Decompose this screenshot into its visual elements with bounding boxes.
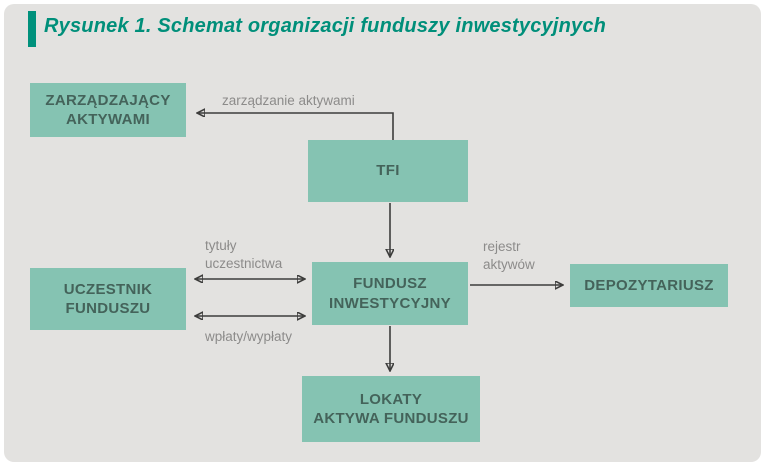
figure-title: Rysunek 1. Schemat organizacji funduszy … <box>44 15 607 37</box>
node-fundusz-inwestycyjny: FUNDUSZ INWESTYCYJNY <box>312 262 468 325</box>
node-zarzadzajacy-aktywami: ZARZĄDZAJĄCY AKTYWAMI <box>30 83 186 137</box>
node-lokaty-aktywa-funduszu: LOKATY AKTYWA FUNDUSZU <box>302 376 480 442</box>
edge-label-tytuly-uczestnictwa: tytuły uczestnictwa <box>205 238 283 271</box>
node-tfi: TFI <box>308 140 468 202</box>
node-uczestnik-funduszu: UCZESTNIK FUNDUSZU <box>30 268 186 330</box>
edge-label-zarzadzanie-aktywami: zarządzanie aktywami <box>222 93 355 108</box>
edge-label-wplaty-wyplaty: wpłaty/wypłaty <box>205 329 293 344</box>
title-accent-bar <box>28 11 36 47</box>
node-depozytariusz: DEPOZYTARIUSZ <box>570 264 728 307</box>
edge-label-rejestr-aktywow: rejestr aktywów <box>483 239 535 272</box>
